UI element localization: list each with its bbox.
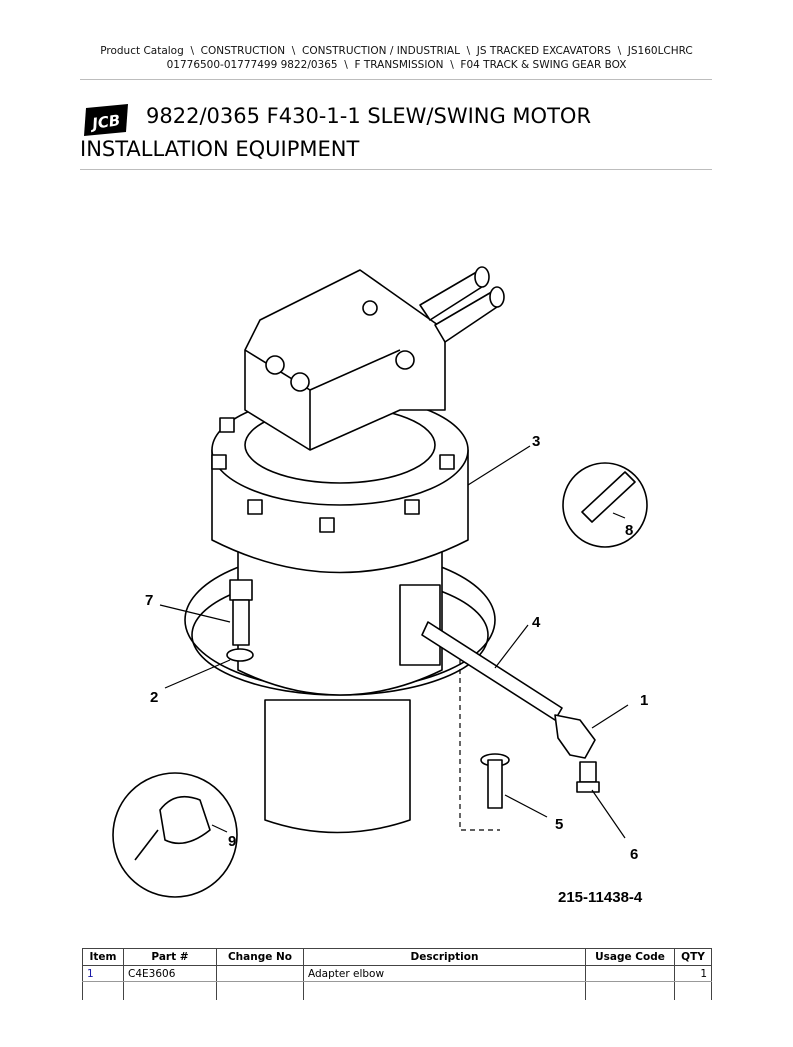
- col-part: Part #: [123, 948, 217, 966]
- pin-5-shank: [487, 759, 503, 809]
- cell-item[interactable]: 1: [82, 965, 124, 982]
- logo-text: JCB: [88, 111, 121, 133]
- bolt-7-head: [229, 579, 253, 601]
- lower-housing: [264, 699, 411, 834]
- cell-part: C4E3606: [123, 965, 217, 982]
- cell-usage: [585, 965, 675, 982]
- cell-change: [216, 965, 304, 982]
- drawing-number: 215-11438-4: [558, 889, 643, 906]
- breadcrumb: Product Catalog \ CONSTRUCTION \ CONSTRU…: [0, 44, 793, 72]
- callout-1: 1: [640, 692, 648, 709]
- table-header-row: Item Part # Change No Description Usage …: [82, 948, 712, 966]
- col-item: Item: [82, 948, 124, 966]
- callout-9: 9: [228, 833, 236, 850]
- motor-body: [237, 549, 443, 696]
- jcb-logo: JCB: [84, 104, 128, 136]
- breadcrumb-line-1: Product Catalog \ CONSTRUCTION \ CONSTRU…: [100, 45, 693, 57]
- breadcrumb-line-2: 01776500-01777499 9822/0365 \ F TRANSMIS…: [166, 59, 627, 71]
- parts-table: Item Part # Change No Description Usage …: [82, 948, 712, 1000]
- washer-2: [226, 648, 254, 662]
- col-description: Description: [303, 948, 586, 966]
- col-usage: Usage Code: [585, 948, 675, 966]
- item-link[interactable]: 1: [87, 967, 94, 980]
- title-divider: [80, 169, 712, 170]
- col-change: Change No: [216, 948, 304, 966]
- fitting-6: [579, 761, 597, 783]
- cell-qty: 1: [674, 965, 712, 982]
- title-block: JCB 9822/0365 F430-1-1 SLEW/SWING MOTOR …: [80, 100, 720, 166]
- page-title: 9822/0365 F430-1-1 SLEW/SWING MOTOR INST…: [80, 104, 592, 161]
- callout-8: 8: [625, 522, 633, 539]
- col-qty: QTY: [674, 948, 712, 966]
- table-row: 1 C4E3606 Adapter elbow 1: [82, 965, 712, 982]
- bolt-7-shank: [232, 599, 250, 646]
- elbow-1: [554, 714, 596, 759]
- pipe-4: [421, 621, 563, 721]
- callout-3: 3: [532, 433, 540, 450]
- callout-5: 5: [555, 816, 563, 833]
- callout-4: 4: [532, 614, 541, 631]
- callout-7: 7: [145, 592, 153, 609]
- callout-6: 6: [630, 846, 638, 863]
- table-row-empty: [82, 981, 712, 1000]
- exploded-diagram: 3 8 7 4 2 1 5 6 9 215-11438-4: [112, 266, 648, 906]
- header-divider: [80, 79, 712, 80]
- callout-2: 2: [150, 689, 158, 706]
- cell-description: Adapter elbow: [303, 965, 586, 982]
